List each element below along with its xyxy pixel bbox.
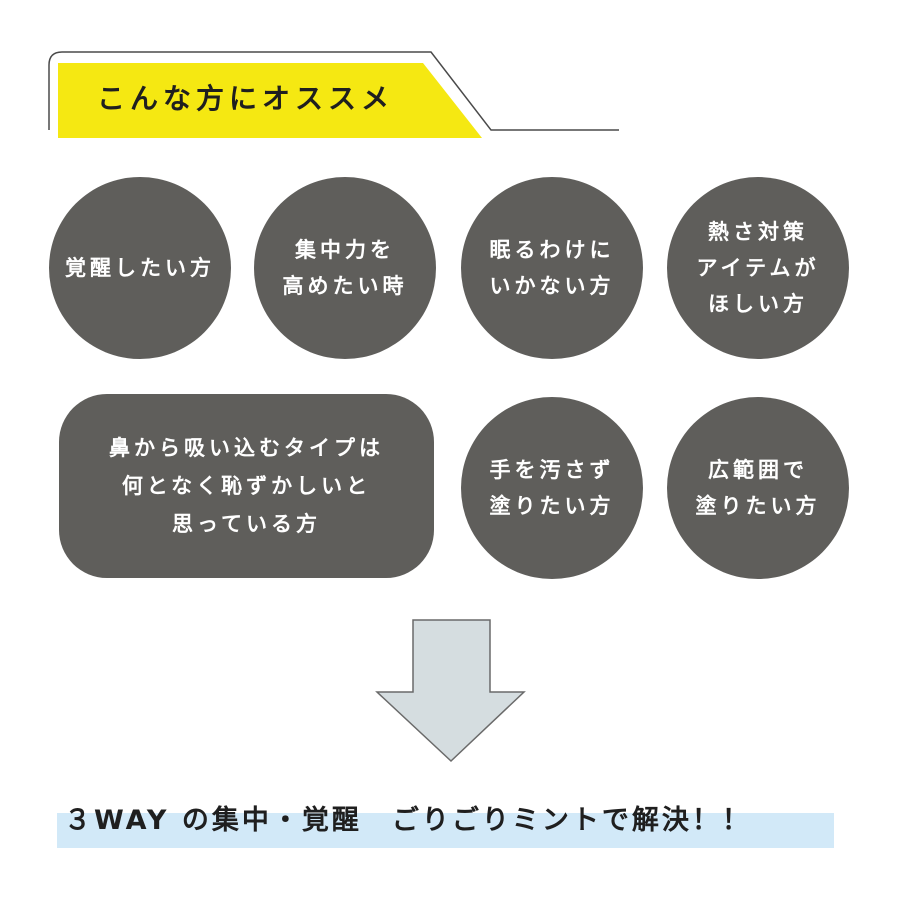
footer-highlight [57, 813, 834, 848]
target-bubble-6: 手を汚さず 塗りたい方 [461, 397, 643, 579]
target-bubble-4: 熱さ対策 アイテムが ほしい方 [667, 177, 849, 359]
target-text: 広範囲で 塗りたい方 [695, 458, 821, 518]
target-text: 覚醒したい方 [65, 256, 215, 280]
target-bubble-2: 集中力を 高めたい時 [254, 177, 436, 359]
header-title: こんな方にオススメ [97, 82, 395, 115]
target-bubble-1: 覚醒したい方 [49, 177, 231, 359]
footer-text: ３WAY の集中・覚醒 ごりごりミントで解決！！ [64, 805, 752, 836]
target-bubble-3: 眠るわけに いかない方 [461, 177, 643, 359]
target-text: 鼻から吸い込むタイプは 何となく恥ずかしいと 思っている方 [109, 436, 384, 536]
header-outline [48, 51, 619, 131]
target-text: 集中力を 高めたい時 [282, 238, 408, 298]
target-text: 熱さ対策 アイテムが ほしい方 [696, 220, 820, 316]
target-text: 眠るわけに いかない方 [489, 238, 615, 298]
target-bubble-7: 広範囲で 塗りたい方 [667, 397, 849, 579]
arrow-shape [375, 619, 526, 763]
header-highlight [58, 63, 482, 138]
target-bubble-5: 鼻から吸い込むタイプは 何となく恥ずかしいと 思っている方 [59, 394, 434, 578]
target-text: 手を汚さず 塗りたい方 [489, 458, 615, 518]
